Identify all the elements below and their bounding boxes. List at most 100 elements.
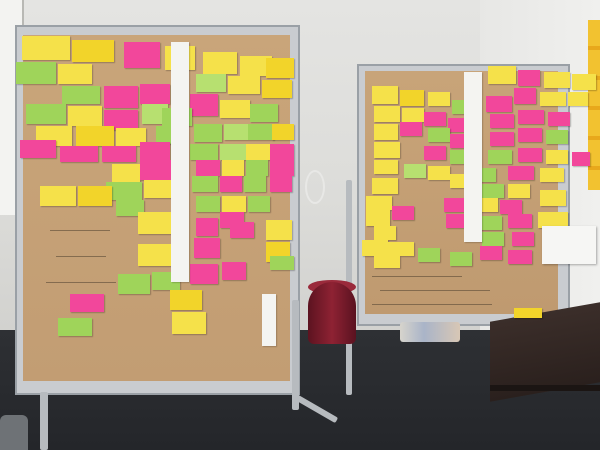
sticky-note (58, 64, 92, 84)
sticky-note (490, 132, 514, 146)
sticky-note (78, 186, 112, 206)
sticky-note (446, 214, 468, 228)
sticky-note (444, 198, 466, 212)
sticky-note (203, 52, 237, 74)
sticky-note (106, 182, 142, 200)
sticky-note (540, 190, 566, 206)
drawn-line (372, 304, 492, 305)
sticky-note (140, 142, 170, 160)
sticky-note (222, 196, 246, 212)
sticky-note (568, 92, 588, 106)
sticky-note (190, 144, 218, 160)
sticky-note (374, 256, 400, 268)
sticky-note (514, 308, 542, 318)
sticky-note (196, 160, 220, 176)
sticky-note (362, 240, 388, 256)
sticky-note (220, 176, 242, 192)
sticky-note (508, 184, 530, 198)
sticky-note (480, 184, 504, 198)
sticky-note (124, 42, 160, 68)
sticky-note (546, 130, 568, 144)
white-sheet (542, 226, 596, 264)
boxes-under-board (400, 322, 460, 342)
sticky-note (248, 196, 270, 212)
sticky-note (392, 206, 414, 220)
sticky-note (544, 72, 570, 88)
sticky-note (248, 124, 274, 140)
sticky-note (58, 318, 92, 336)
sticky-note (76, 126, 114, 146)
drawn-line (380, 290, 490, 291)
sticky-note (190, 264, 218, 284)
sticky-note (138, 244, 174, 266)
sticky-note (548, 112, 570, 126)
sticky-note (270, 176, 292, 192)
sticky-note (118, 274, 150, 294)
sticky-note (230, 222, 254, 238)
drawn-line (372, 276, 462, 277)
sticky-note (428, 128, 450, 142)
sticky-note (372, 178, 398, 194)
sticky-note (192, 176, 218, 192)
sticky-note (270, 160, 294, 176)
sticky-note (266, 220, 292, 240)
paper-strip (464, 72, 482, 242)
sticky-note (388, 242, 414, 256)
orange-notes-strip (588, 20, 600, 190)
sticky-note (500, 200, 522, 214)
sticky-note (518, 70, 540, 86)
sticky-note (16, 62, 56, 84)
drawn-line (56, 256, 106, 257)
sticky-note (262, 80, 292, 98)
sticky-note (104, 86, 138, 108)
sticky-note (400, 90, 424, 106)
sticky-note (22, 36, 70, 60)
sticky-note (102, 146, 136, 162)
sticky-note (538, 212, 568, 228)
sticky-note (196, 218, 218, 236)
sticky-note (424, 146, 446, 160)
sticky-note (140, 84, 170, 104)
sticky-note (512, 232, 534, 246)
red-stool (308, 282, 356, 344)
sticky-note (478, 216, 502, 230)
board-left-leg (292, 300, 299, 410)
sticky-note (220, 144, 246, 160)
board-left-leg (40, 392, 48, 450)
chair (0, 415, 28, 450)
cable (305, 170, 325, 204)
paper-strip (262, 294, 276, 346)
sticky-note (366, 210, 390, 226)
sticky-note (424, 112, 446, 126)
sticky-note (518, 128, 542, 142)
sticky-note (104, 110, 138, 130)
sticky-note (224, 124, 248, 140)
sticky-note (250, 104, 278, 122)
sticky-note (480, 246, 502, 260)
sticky-note (428, 92, 450, 106)
sticky-note (508, 214, 532, 228)
sticky-note (418, 248, 440, 262)
sticky-note (222, 262, 246, 280)
sticky-note (266, 58, 294, 78)
sticky-note (486, 96, 512, 112)
sticky-note (374, 124, 398, 140)
sticky-note (428, 166, 450, 180)
paper-strip (171, 42, 189, 282)
sticky-note (70, 294, 104, 312)
sticky-note (400, 122, 422, 136)
sticky-note (374, 106, 400, 122)
sticky-note (26, 104, 66, 124)
sticky-note (68, 106, 102, 126)
sticky-note (138, 212, 172, 234)
sticky-note (172, 312, 206, 334)
sticky-note (372, 86, 398, 104)
sticky-note (374, 160, 398, 174)
sticky-note (514, 88, 536, 104)
sticky-note (270, 144, 294, 160)
sticky-note (518, 148, 542, 162)
sticky-note (244, 176, 266, 192)
sticky-note (20, 140, 56, 158)
sticky-note (112, 164, 140, 182)
sticky-note (228, 76, 260, 94)
